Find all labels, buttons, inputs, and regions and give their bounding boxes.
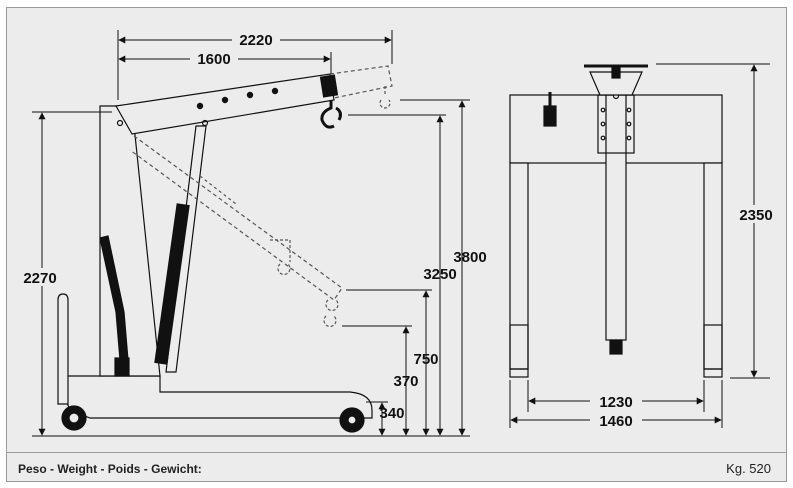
hook <box>320 100 342 129</box>
dim-lift-max: 3800 <box>453 249 486 266</box>
push-handle <box>57 293 69 405</box>
chassis <box>63 375 373 419</box>
front-view <box>509 64 723 378</box>
right-leg <box>703 162 723 378</box>
dim-reach-min: 1600 <box>197 51 230 68</box>
dim-outer-width: 1460 <box>599 413 632 430</box>
center-mast <box>605 94 627 341</box>
top-bracket <box>589 71 643 96</box>
side-view <box>57 65 393 433</box>
left-leg <box>509 162 529 378</box>
weight-label: Peso - Weight - Poids - Gewicht: <box>18 462 202 476</box>
dim-leg-height: 340 <box>379 405 404 422</box>
dim-reach-max: 2220 <box>239 32 272 49</box>
lever-box <box>543 105 557 127</box>
dim-lift-mid: 3250 <box>423 266 456 283</box>
footer-bar: Peso - Weight - Poids - Gewicht: Kg. 520 <box>6 452 787 482</box>
dim-low-hook-high: 750 <box>413 351 438 368</box>
boom <box>115 73 335 135</box>
dim-inner-width: 1230 <box>599 394 632 411</box>
hydraulic-ram <box>154 203 190 365</box>
dim-low-hook-low: 370 <box>393 373 418 390</box>
weight-value: Kg. 520 <box>726 461 771 476</box>
dim-mast-height: 2270 <box>23 270 56 287</box>
dim-front-height: 2350 <box>739 207 772 224</box>
